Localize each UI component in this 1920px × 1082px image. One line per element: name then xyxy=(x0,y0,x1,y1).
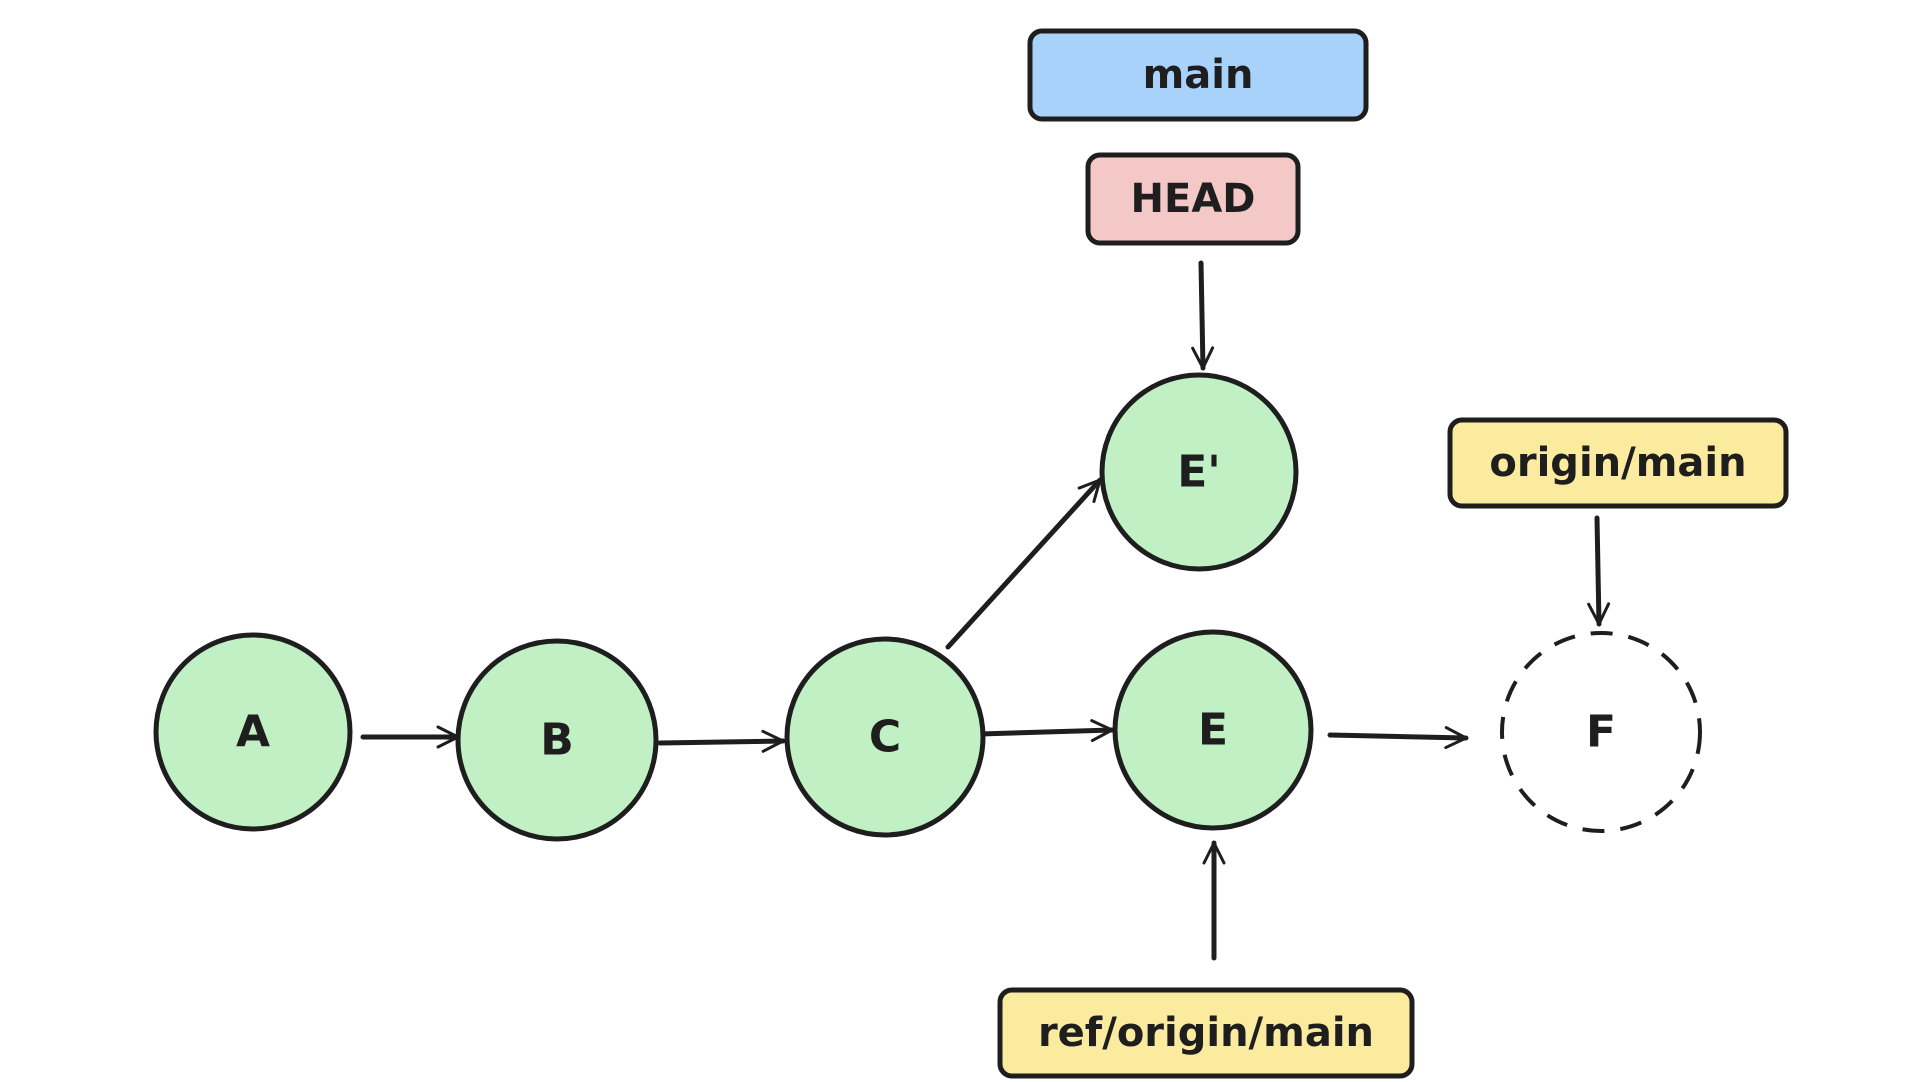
commit-label-e-prime: E' xyxy=(1177,447,1221,498)
ref-head-label: HEAD xyxy=(1131,176,1256,222)
commit-node-a: A xyxy=(153,632,353,832)
commit-label-a: A xyxy=(236,707,270,758)
commit-node-f: F xyxy=(1500,631,1702,833)
ref-origin-main-label: origin/main xyxy=(1489,440,1746,486)
commit-circle-f xyxy=(1500,631,1702,833)
commit-circle-e-prime xyxy=(1099,372,1299,572)
ref-origin-main-box xyxy=(1447,417,1789,509)
ref-main-label: main xyxy=(1143,52,1254,98)
ref-head: HEAD xyxy=(1085,152,1301,246)
ref-origin-main: origin/main xyxy=(1447,417,1789,509)
ref-ref-origin-main-box xyxy=(997,987,1415,1079)
commit-label-f: F xyxy=(1586,707,1616,758)
commit-circle-b xyxy=(455,638,659,842)
edges xyxy=(360,260,1611,961)
commit-circle-a xyxy=(153,632,353,832)
commit-circle-e xyxy=(1112,629,1314,831)
edge-e-to-f xyxy=(1327,726,1469,750)
commit-circle-c xyxy=(784,636,986,838)
edge-origin-main-to-f xyxy=(1587,515,1611,627)
commit-label-c: C xyxy=(869,712,901,763)
edge-b-to-c xyxy=(657,729,786,753)
ref-ref-origin-main-label: ref/origin/main xyxy=(1038,1010,1374,1056)
edge-c-to-e xyxy=(977,719,1115,743)
edge-head-to-e-prime xyxy=(1191,260,1215,371)
commit-label-b: B xyxy=(540,715,574,766)
commit-label-e: E xyxy=(1198,705,1228,756)
ref-head-box xyxy=(1085,152,1301,246)
ref-main-box xyxy=(1027,28,1369,122)
ref-ref-origin-main: ref/origin/main xyxy=(997,987,1415,1079)
commit-node-e-prime: E' xyxy=(1099,372,1299,572)
commit-node-b: B xyxy=(455,638,659,842)
ref-main: main xyxy=(1027,28,1369,122)
commit-node-e: E xyxy=(1112,629,1314,831)
commit-node-c: C xyxy=(784,636,986,838)
edge-c-to-e-prime xyxy=(945,477,1103,650)
